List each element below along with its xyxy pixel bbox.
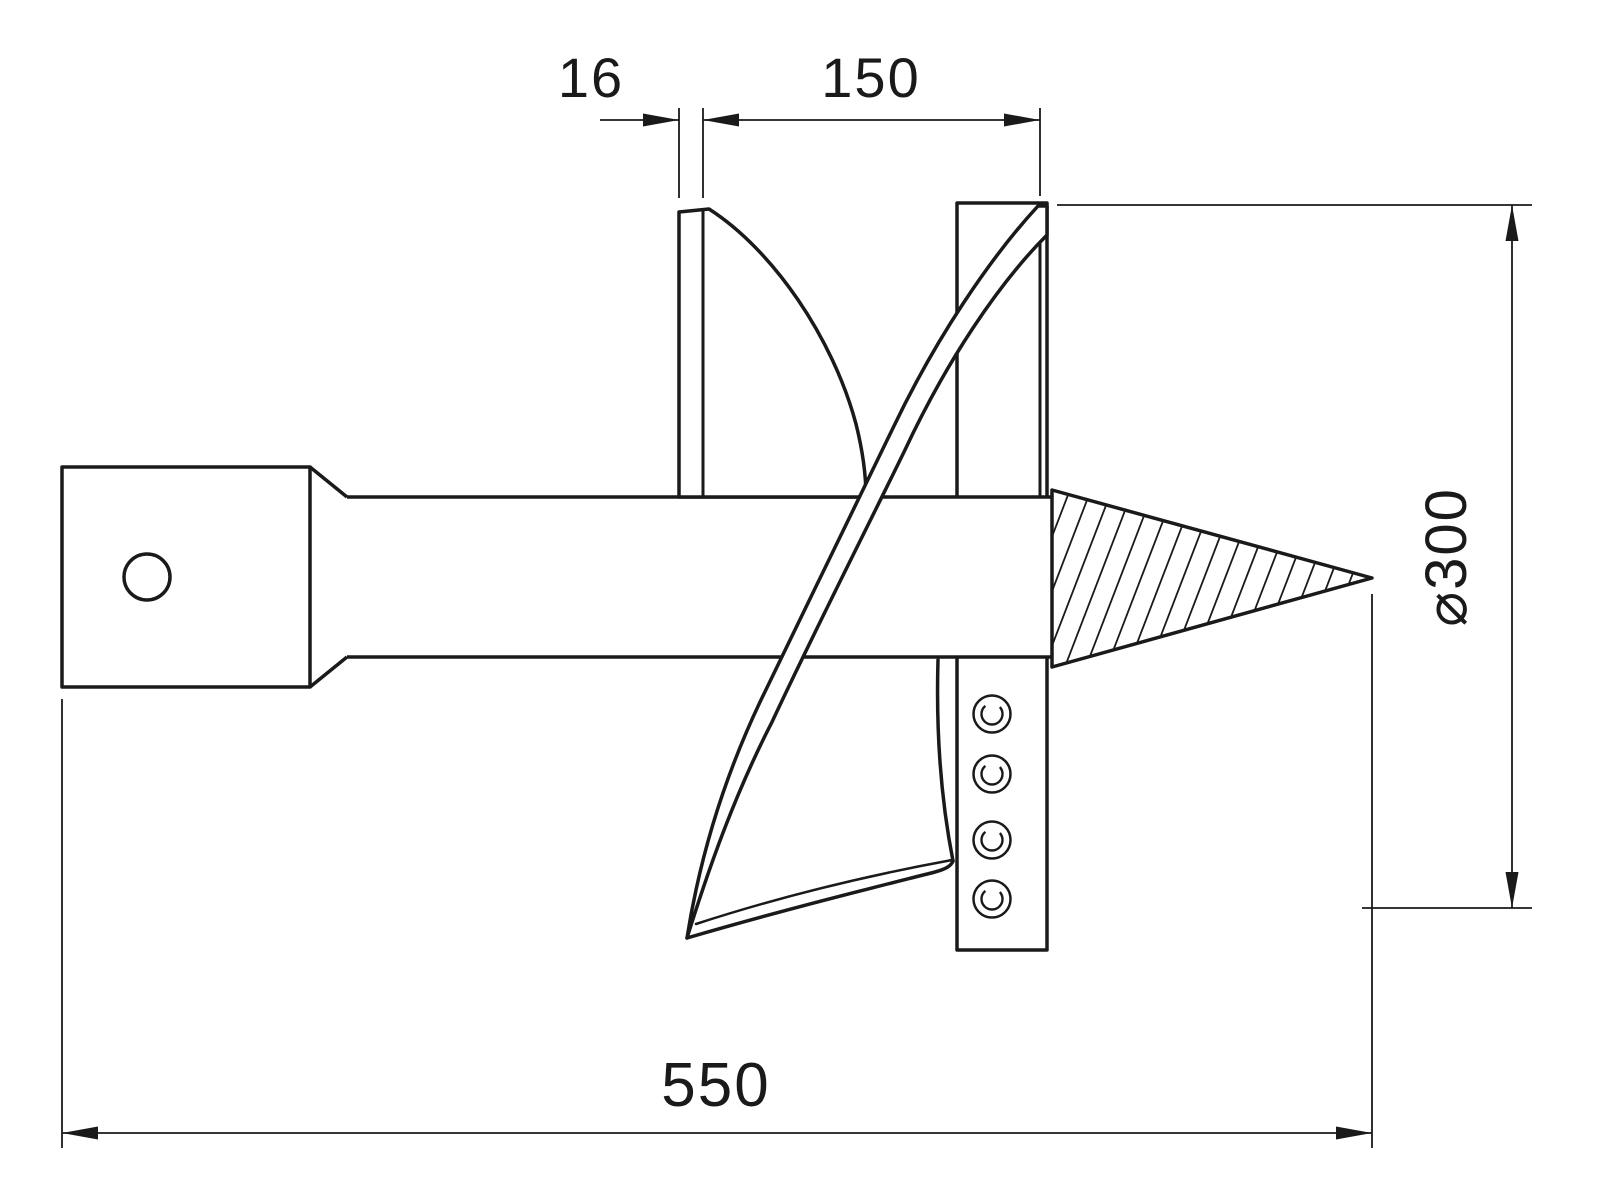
hole-outline [972,694,1012,734]
flight-lower-blade-edge [685,859,955,940]
cone-body [1050,488,1374,669]
arrowhead [643,113,679,127]
flight-lower-blade-face [694,858,954,926]
arrowhead [1004,113,1040,127]
dimension-label-diameter: ⌀300 [1414,487,1479,627]
hole-thread [980,887,1004,911]
dimension-flight-pitch: 150 [703,46,1041,196]
auger-flight [677,204,1049,940]
hole-thread [980,828,1004,852]
shaft [347,495,1052,659]
arrowhead [703,113,739,127]
dimension-label-thickness: 16 [558,46,624,109]
drive-transition-bottom [308,655,349,689]
mounting-hole [972,879,1012,919]
hole-thread [980,702,1004,726]
hole-outline [972,754,1012,794]
arrowhead [62,1126,98,1140]
arrowhead [1336,1126,1372,1140]
dimension-flight-thickness: 16 [558,46,704,198]
hole-thread [980,762,1004,786]
mounting-holes [972,694,1012,919]
drive-end [60,465,349,689]
arrowhead [1505,872,1519,908]
arrowhead [1505,205,1519,241]
dimensions: 16 150 ⌀300 550 [61,46,1532,1148]
hole-outline [972,820,1012,860]
dimension-overall-length: 550 [61,594,1373,1148]
drive-pin-hole [122,552,172,602]
flight-trailing-edge [935,658,955,863]
dimension-diameter: ⌀300 [1057,204,1532,909]
drive-transition-top [308,465,349,499]
mounting-hole [972,694,1012,734]
dimension-label-pitch: 150 [821,46,920,109]
shaft-body [347,497,1052,657]
dimension-label-length: 550 [661,1051,770,1120]
hole-outline [972,879,1012,919]
mounting-hole [972,820,1012,860]
drive-square-body [60,465,312,689]
flight-upper-fin [677,207,868,499]
mounting-hole [972,754,1012,794]
